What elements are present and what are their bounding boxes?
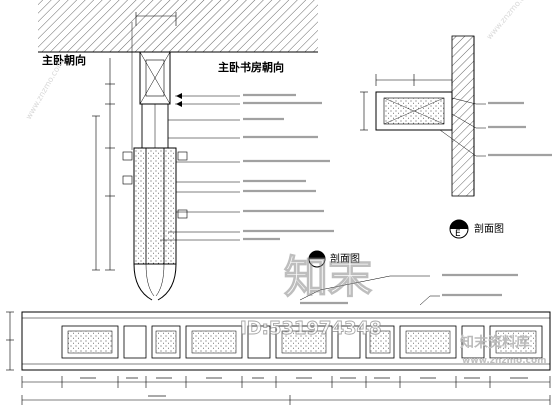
section-marker-e: E bbox=[449, 219, 469, 239]
watermark-id: ID:531974348 bbox=[240, 318, 382, 339]
band-left-dimensions bbox=[6, 311, 14, 371]
callout-leaders-right bbox=[439, 97, 486, 157]
bottom-dimension-chain bbox=[21, 376, 551, 405]
watermark-edge-left: www.znzmo.com bbox=[24, 58, 65, 121]
section-marker-center bbox=[308, 250, 326, 268]
callout-text-lower bbox=[300, 273, 518, 305]
master-bedroom-facing-label: 主卧朝向 bbox=[42, 53, 86, 67]
left-dimension-chain bbox=[92, 58, 115, 271]
callout-text-right bbox=[488, 101, 552, 157]
watermark-brand: 知末资料库 bbox=[460, 334, 530, 351]
watermark-edge-right: www.znzmo.com bbox=[485, 0, 535, 41]
section-marker-letter: E bbox=[455, 229, 461, 239]
right-wall-detail bbox=[375, 35, 475, 197]
bottom-dimension-text bbox=[80, 377, 528, 397]
section-title-center: 剖面图 bbox=[330, 252, 360, 265]
right-wall-dimensions bbox=[360, 74, 453, 131]
callout-text-center bbox=[243, 93, 334, 241]
section-title-right: 剖面图 bbox=[474, 222, 504, 235]
ceiling-slab bbox=[38, 0, 318, 53]
watermark-url: www.znzmo.com bbox=[462, 356, 547, 366]
callout-leaders-center bbox=[160, 95, 240, 241]
arrow-markers bbox=[176, 93, 182, 107]
wall-section-column bbox=[122, 22, 188, 301]
elevation-band bbox=[21, 311, 551, 371]
top-dimension bbox=[135, 12, 177, 26]
watermark-big: 知末 bbox=[284, 252, 372, 303]
master-bedroom-study-facing-label: 主卧书房朝向 bbox=[218, 60, 284, 74]
callout-leaders-lower bbox=[299, 275, 440, 306]
